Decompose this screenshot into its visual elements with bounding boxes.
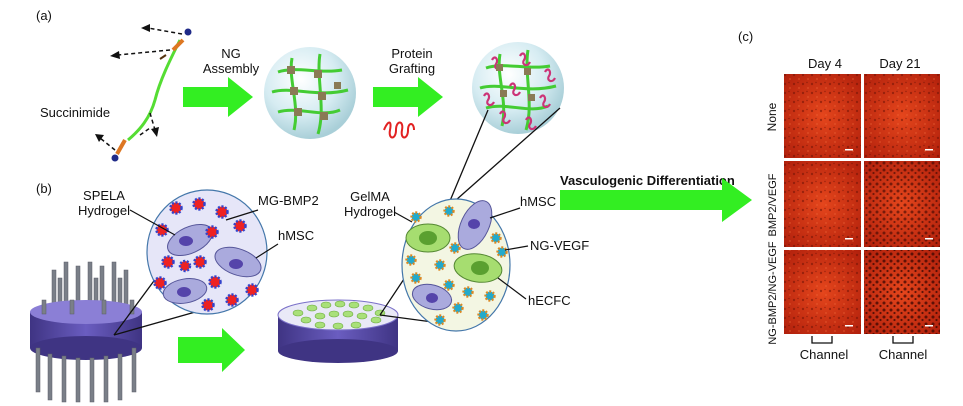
gelma-pointer [393, 211, 413, 223]
spela-label-2: Hydrogel [78, 203, 130, 218]
ng-assembly-label-2: Assembly [203, 61, 260, 76]
zoom-line-nanogel-2 [446, 107, 561, 209]
protein-grafting-label-2: Grafting [389, 61, 435, 76]
mg-bmp2-label: MG-BMP2 [258, 193, 319, 208]
channel-label-day21: Channel [879, 347, 928, 362]
nanogel-sphere [264, 47, 356, 139]
hmsc-right-pointer [489, 207, 521, 219]
hmsc-right-label: hMSC [520, 194, 556, 209]
micrograph-bmp2-vegf-day4 [784, 161, 861, 247]
row-label-ng-bmp2-ng-vegf: NG-BMP2/NG-VEGF [767, 241, 779, 345]
protein-grafted-nanogel [472, 42, 564, 134]
ng-vegf-pointer [504, 245, 529, 251]
gelma-label-1: GelMA [350, 189, 390, 204]
panel-c-letter: (c) [738, 29, 753, 44]
channel-bracket-day21 [892, 336, 914, 344]
column-header-day21: Day 21 [879, 56, 920, 71]
micrograph-ng-day21 [864, 250, 940, 334]
micrograph-ng-day4 [784, 250, 861, 334]
succinimide-label: Succinimide [40, 105, 110, 120]
hecfc-label: hECFC [528, 293, 571, 308]
gelma-disc [277, 299, 399, 363]
arrow-vasculogenic [560, 178, 752, 222]
arrow-scaffold-to-gelma [178, 328, 245, 372]
vasculogenic-label: Vasculogenic Differentiation [560, 173, 735, 188]
gelma-hydrogel-zoom [401, 198, 511, 332]
channel-label-day4: Channel [800, 347, 849, 362]
row-label-bmp2-vegf: BMP2/VEGF [767, 173, 779, 236]
row-label-none: None [765, 102, 779, 131]
mg-bmp2-pointer [225, 209, 259, 221]
micrograph-none-day21 [864, 74, 940, 158]
panel-b-letter: (b) [36, 181, 52, 196]
ng-vegf-particles [405, 205, 508, 326]
arrow-protein-grafting [373, 77, 443, 117]
spela-label-1: SPELA [83, 188, 125, 203]
protein-icon [383, 121, 415, 139]
hmsc-left-pointer [255, 243, 279, 259]
ng-assembly-label-1: NG [221, 46, 241, 61]
spela-pointer [129, 209, 176, 236]
ng-vegf-label: NG-VEGF [530, 238, 589, 253]
spela-scaffold-with-pins [30, 261, 142, 403]
panel-a-letter: (a) [36, 8, 52, 23]
zoom-line-nanogel-1 [446, 109, 489, 209]
hecfc-pointer [497, 277, 527, 300]
channel-bracket-day4 [811, 336, 833, 344]
arrow-ng-assembly [183, 77, 253, 117]
micrograph-bmp2-vegf-day21 [864, 161, 940, 247]
polymer-chain [95, 24, 192, 162]
micrograph-none-day4 [784, 74, 861, 158]
gelma-label-2: Hydrogel [344, 204, 396, 219]
mg-bmp2-particles [153, 197, 259, 312]
protein-grafting-label-1: Protein [391, 46, 432, 61]
hmsc-left-label: hMSC [278, 228, 314, 243]
column-header-day4: Day 4 [808, 56, 842, 71]
